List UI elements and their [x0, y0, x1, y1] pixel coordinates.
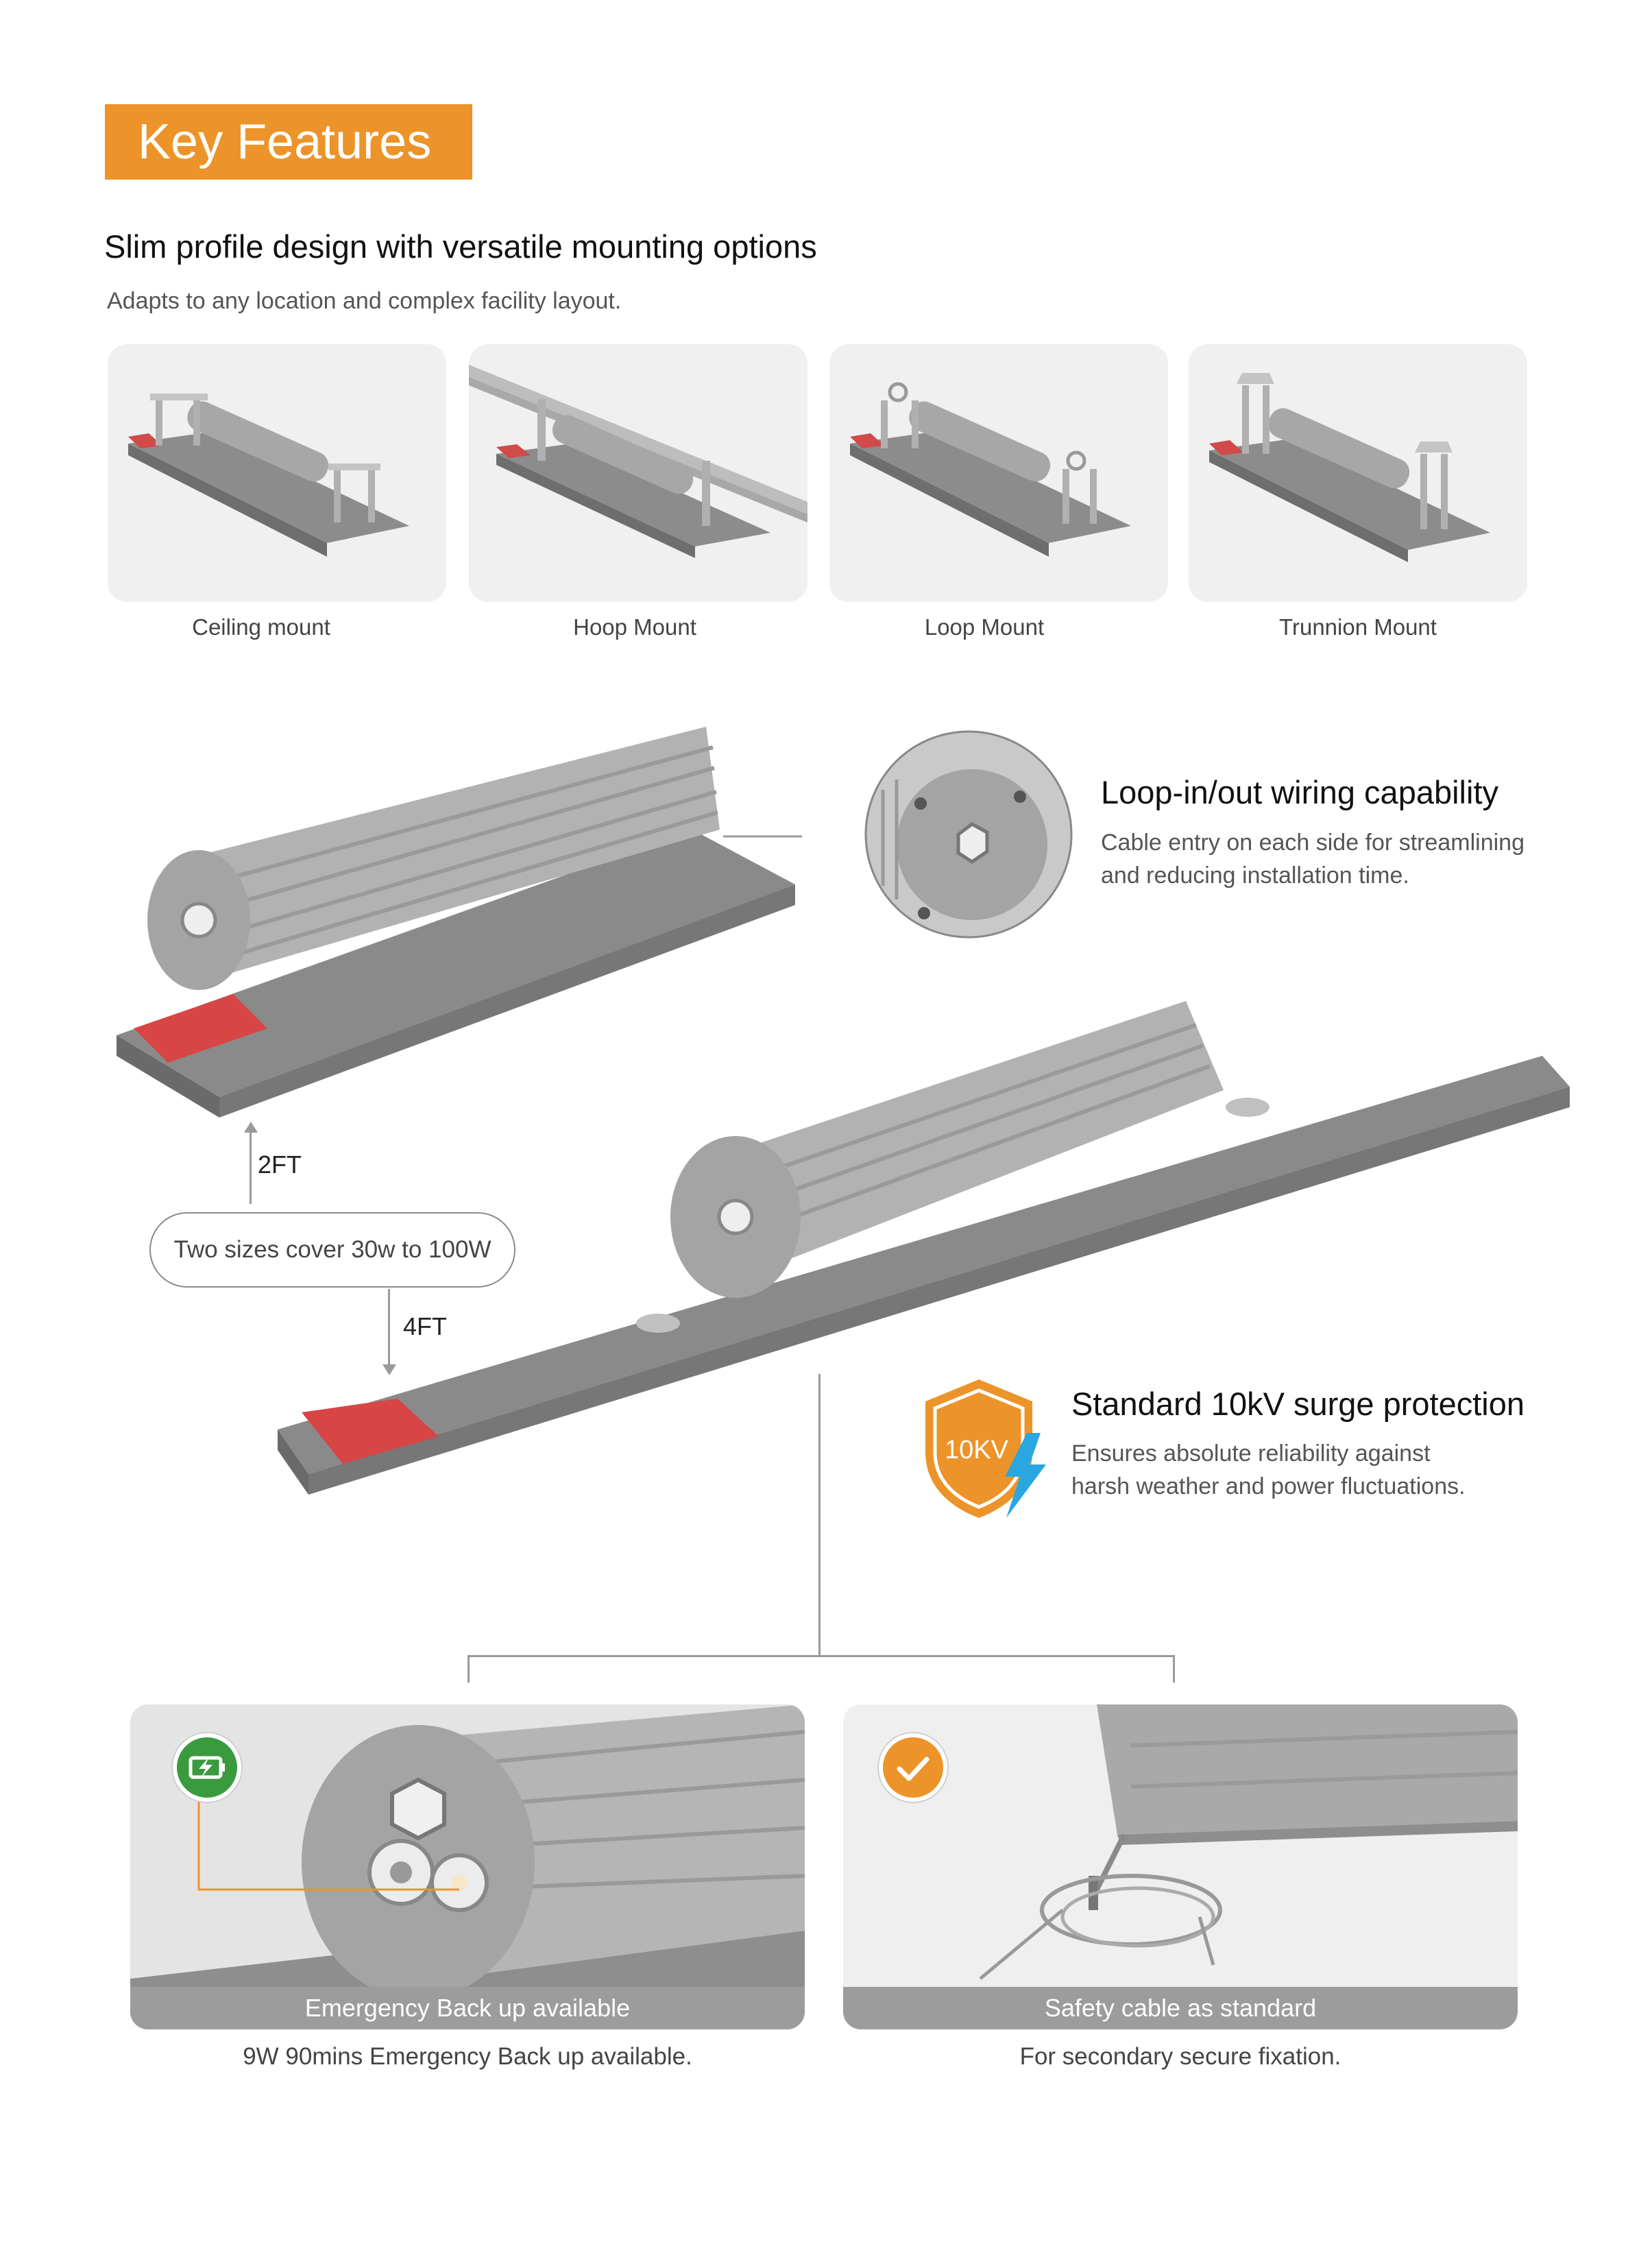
- mounting-headline: Slim profile design with versatile mount…: [104, 228, 817, 265]
- trunnion-mount-label: Trunnion Mount: [1279, 614, 1437, 640]
- connector-right-drop: [1173, 1655, 1175, 1682]
- safety-band: Safety cable as standard: [843, 1987, 1518, 2029]
- connector-horizontal: [467, 1655, 1175, 1657]
- size-arrow-down: [388, 1289, 390, 1364]
- emergency-band: Emergency Back up available: [130, 1987, 805, 2029]
- ceiling-mount-image: [108, 344, 446, 602]
- size-arrow-up-head: [244, 1122, 258, 1133]
- surge-desc-line2: harsh weather and power fluctuations.: [1071, 1473, 1466, 1499]
- wiring-desc-line1: Cable entry on each side for streamlinin…: [1101, 830, 1525, 856]
- loop-mount-label: Loop Mount: [924, 614, 1045, 640]
- wiring-title: Loop-in/out wiring capability: [1101, 774, 1498, 810]
- fixture-4ft-image: [278, 1001, 1570, 1495]
- surge-desc-line1: Ensures absolute reliability against: [1071, 1440, 1431, 1467]
- key-features-banner: Key Features: [105, 104, 472, 180]
- connector-vertical: [818, 1374, 821, 1656]
- emergency-desc: 9W 90mins Emergency Back up available.: [243, 2043, 692, 2070]
- size-2ft-label: 2FT: [258, 1150, 302, 1179]
- hoop-mount-image: [469, 344, 807, 602]
- wiring-desc-line2: and reducing installation time.: [1101, 862, 1409, 889]
- trunnion-mount-image: [1189, 344, 1527, 602]
- emergency-card: Emergency Back up available: [130, 1704, 805, 2029]
- safety-photo: [843, 1704, 1518, 2029]
- sizes-pill: Two sizes cover 30w to 100W: [149, 1212, 515, 1288]
- safety-card: Safety cable as standard: [843, 1704, 1518, 2029]
- checkmark-icon: [879, 1733, 947, 1802]
- loop-mount-image: [829, 344, 1168, 602]
- mounting-subline: Adapts to any location and complex facil…: [107, 288, 622, 314]
- connector-left-drop: [467, 1655, 470, 1682]
- size-arrow-up: [250, 1127, 252, 1204]
- shield-bolt-icon: 10KV: [924, 1377, 1054, 1522]
- surge-badge-text: 10KV: [945, 1436, 1008, 1464]
- size-4ft-label: 4FT: [403, 1312, 448, 1340]
- ceiling-mount-label: Ceiling mount: [192, 614, 330, 640]
- hoop-mount-label: Hoop Mount: [573, 614, 696, 640]
- size-arrow-down-head: [382, 1364, 396, 1375]
- fixture-2ft-image: [117, 727, 802, 1118]
- safety-desc: For secondary secure fixation.: [1019, 2043, 1341, 2070]
- battery-charging-icon: [173, 1733, 241, 1802]
- surge-title: Standard 10kV surge protection: [1071, 1386, 1525, 1422]
- wiring-zoom-image: [864, 730, 1073, 939]
